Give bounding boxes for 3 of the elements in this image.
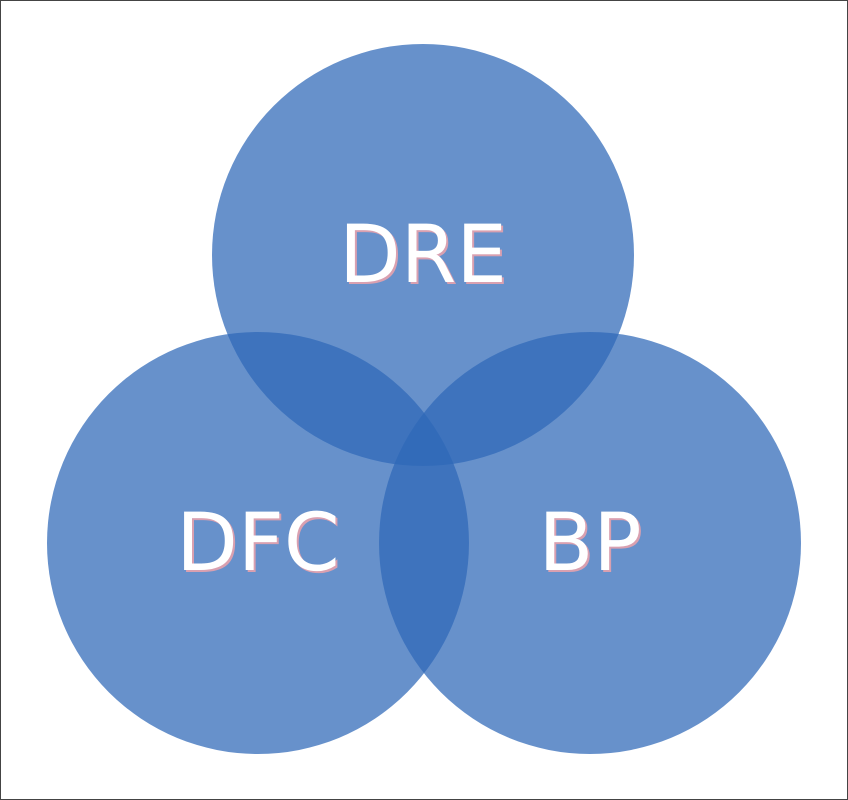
circle-label: DFC [176, 503, 340, 583]
circle-label: BP [538, 503, 642, 583]
circle-label: DRE [339, 215, 507, 295]
